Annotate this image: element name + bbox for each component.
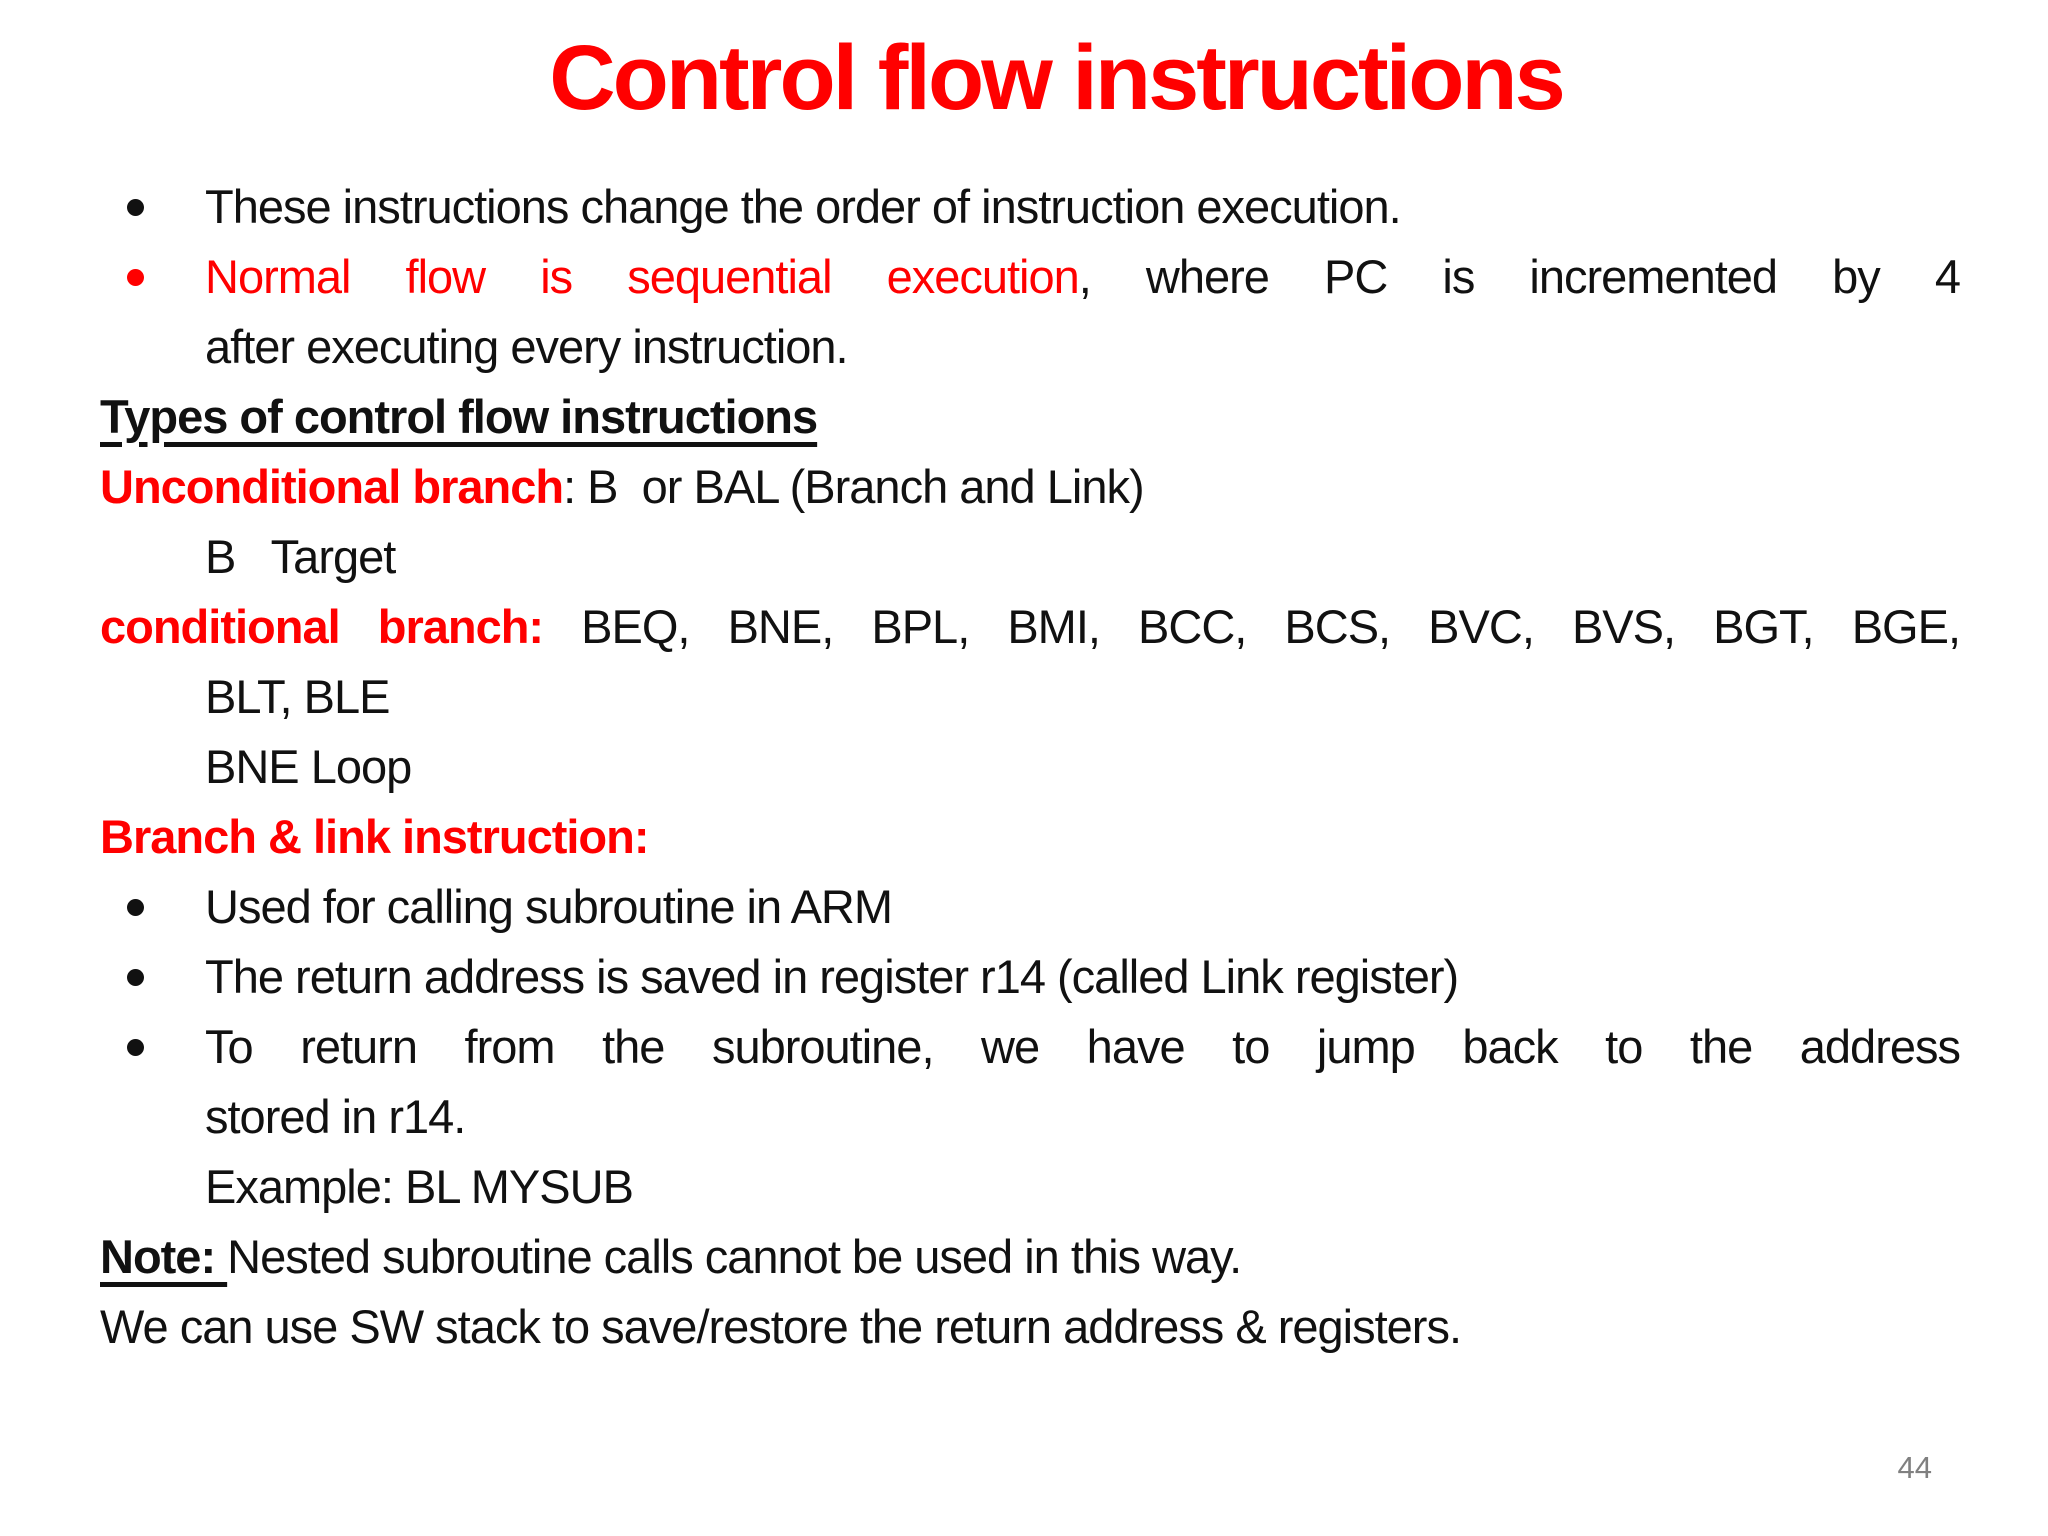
text-segment: stored in r14. [205, 1090, 466, 1143]
text-segment: Types of control flow instructions [100, 390, 818, 443]
text-line: The return address is saved in register … [100, 942, 1960, 1012]
text-segment: Nested subroutine calls cannot be used i… [227, 1230, 1242, 1283]
slide-body: These instructions change the order of i… [100, 172, 1961, 1362]
text-segment: : B or BAL (Branch and Link) [563, 460, 1145, 513]
bullet-icon [127, 199, 144, 216]
text-segment: Normal flow is sequential execution [205, 250, 1080, 303]
text-line: conditional branch: BEQ, BNE, BPL, BMI, … [100, 592, 1961, 662]
text-segment: These instructions change the order of i… [205, 180, 1402, 233]
text-line: BLT, BLE [100, 662, 1960, 732]
text-segment: Used for calling subroutine in ARM [205, 880, 893, 933]
text-segment: BLT, BLE [205, 670, 390, 723]
bullet-icon [127, 969, 144, 986]
bullet-icon [127, 269, 144, 286]
text-segment: Note: [100, 1230, 228, 1283]
text-segment: Unconditional branch [100, 460, 564, 513]
text-segment: BEQ, BNE, BPL, BMI, BCC, BCS, BVC, BVS, … [543, 600, 1961, 653]
text-segment: B Target [205, 530, 396, 583]
text-line: BNE Loop [100, 732, 1960, 802]
text-segment: BNE Loop [205, 740, 412, 793]
text-segment: after executing every instruction. [205, 320, 849, 373]
text-line: These instructions change the order of i… [100, 172, 1960, 242]
text-line: Unconditional branch: B or BAL (Branch a… [100, 452, 1960, 522]
text-line: stored in r14. [100, 1082, 1960, 1152]
text-line: We can use SW stack to save/restore the … [100, 1292, 1960, 1362]
text-line: Note: Nested subroutine calls cannot be … [100, 1222, 1960, 1292]
text-segment: Example: BL MYSUB [205, 1160, 634, 1213]
text-line: Example: BL MYSUB [100, 1152, 1960, 1222]
slide-title: Control flow instructions [549, 27, 1566, 129]
text-line: after executing every instruction. [100, 312, 1960, 382]
text-segment: conditional branch: [100, 600, 544, 653]
text-segment: To return from the subroutine, we have t… [205, 1020, 1961, 1073]
text-segment: Branch & link instruction: [100, 810, 649, 863]
text-line: Used for calling subroutine in ARM [100, 872, 1960, 942]
text-segment: We can use SW stack to save/restore the … [100, 1300, 1462, 1353]
text-line: To return from the subroutine, we have t… [100, 1012, 1961, 1082]
text-line: Types of control flow instructions [100, 382, 1960, 452]
bullet-icon [127, 899, 144, 916]
text-segment: The return address is saved in register … [205, 950, 1459, 1003]
bullet-icon [127, 1039, 144, 1056]
text-segment: , where PC is incremented by 4 [1078, 250, 1961, 303]
page-number-label: 44 [1897, 1450, 1932, 1485]
text-line: Normal flow is sequential execution, whe… [100, 242, 1961, 312]
text-line: B Target [100, 522, 1960, 592]
text-line: Branch & link instruction: [100, 802, 1960, 872]
